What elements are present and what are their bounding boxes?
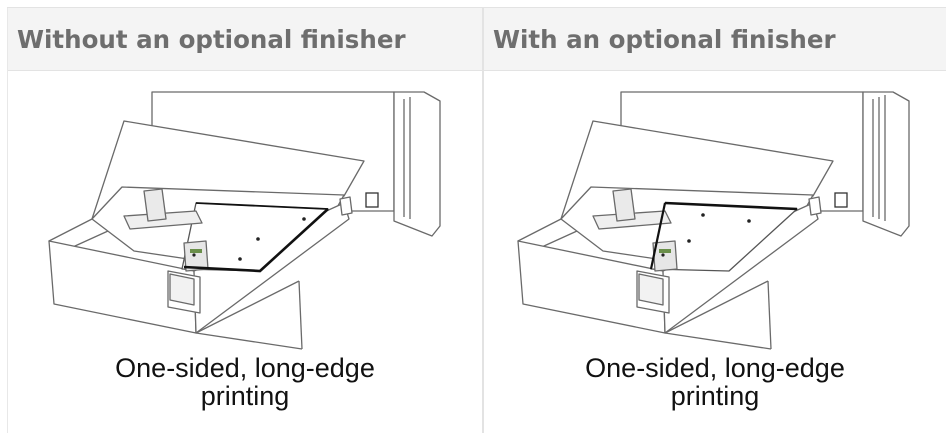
comparison-table: Without an optional finisher [7,7,946,433]
caption-line-2: printing [670,381,760,411]
column-header-label: Without an optional finisher [17,24,406,54]
column-with-finisher: With an optional finisher [484,8,946,433]
column-without-finisher: Without an optional finisher [7,8,484,433]
caption-line-2: printing [200,381,290,411]
printer-tray-with-finisher-icon [517,91,910,350]
caption-line-1: One-sided, long-edge [115,353,375,383]
column-header: With an optional finisher [484,8,946,71]
column-body: One-sided, long-edge printing [484,71,946,433]
column-caption: One-sided, long-edge printing [8,354,482,410]
column-header-label: With an optional finisher [493,24,836,54]
printer-tray-icon [48,91,441,350]
caption-line-1: One-sided, long-edge [585,353,845,383]
column-body: One-sided, long-edge printing [8,71,482,433]
column-header: Without an optional finisher [8,8,482,71]
column-caption: One-sided, long-edge printing [484,354,946,410]
